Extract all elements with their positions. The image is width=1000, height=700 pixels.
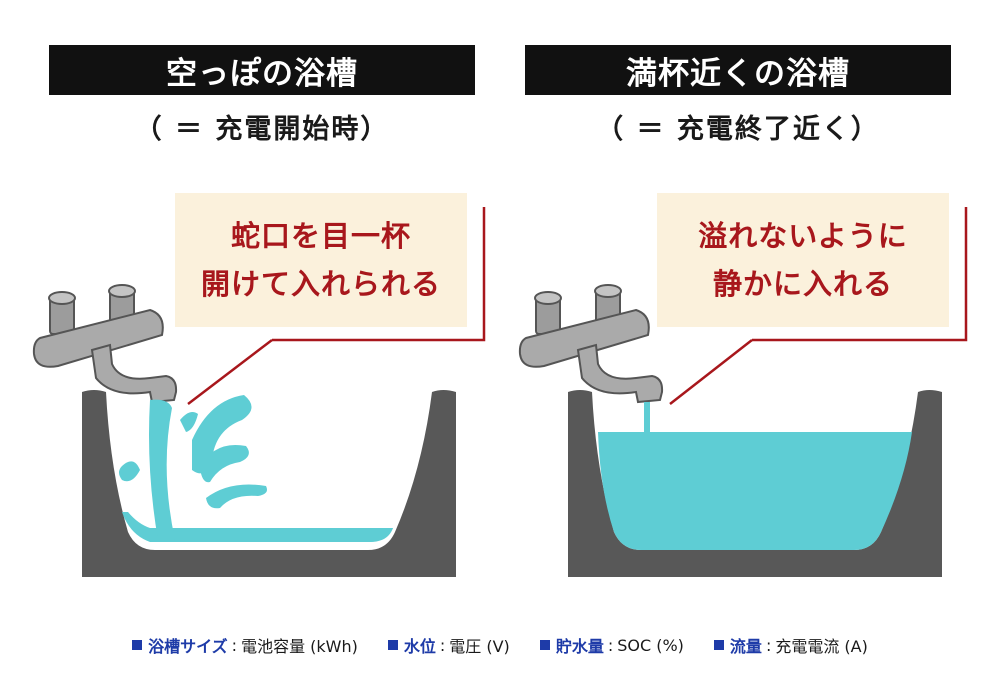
left-callout-box <box>175 193 486 405</box>
right-callout: 溢れないように 静かに入れる <box>657 193 949 327</box>
legend-meaning: 電池容量 (kWh) <box>241 637 358 656</box>
right-callout-line1: 溢れないように <box>698 219 908 253</box>
bathtub-icon <box>568 390 942 577</box>
left-callout-line1: 蛇口を目一杯 <box>230 219 411 253</box>
legend-square-icon <box>539 640 550 650</box>
water-icon <box>598 432 912 550</box>
water-stream <box>644 402 650 434</box>
water-splash-icon <box>119 395 267 540</box>
legend-item: 浴槽サイズ : 電池容量 (kWh) <box>132 633 358 657</box>
right-callout-box <box>657 193 968 405</box>
legend-meaning: 充電電流 (A) <box>775 637 868 656</box>
legend: 浴槽サイズ : 電池容量 (kWh) 水位 : 電圧 (V) 貯水量 : SOC… <box>0 630 1000 660</box>
right-panel-title: 満杯近くの浴槽 <box>525 45 951 95</box>
left-callout: 蛇口を目一杯 開けて入れられる <box>175 193 467 327</box>
left-panel-title: 空っぽの浴槽 <box>49 45 475 95</box>
legend-term: 貯水量 <box>555 637 604 656</box>
legend-item: 貯水量 : SOC (%) <box>539 633 684 657</box>
left-panel-subtitle: （ ＝ 充電開始時） <box>134 113 390 145</box>
legend-square-icon <box>132 640 143 650</box>
legend-meaning: 電圧 (V) <box>449 637 510 656</box>
legend-item: 流量 : 充電電流 (A) <box>713 633 868 657</box>
legend-meaning: SOC (%) <box>617 635 684 655</box>
left-callout-line2: 開けて入れられる <box>200 267 441 301</box>
legend-term: 浴槽サイズ <box>148 637 228 656</box>
legend-item: 水位 : 電圧 (V) <box>387 633 510 657</box>
legend-square-icon <box>387 640 398 650</box>
legend-term: 水位 <box>403 637 436 656</box>
faucet-icon <box>32 284 178 404</box>
bathtub-icon <box>82 390 456 577</box>
legend-square-icon <box>713 640 724 650</box>
right-callout-line2: 静かに入れる <box>712 267 893 301</box>
legend-term: 流量 <box>729 637 762 656</box>
faucet-icon <box>518 284 664 404</box>
right-panel-subtitle: （ ＝ 充電終了近く） <box>596 113 880 145</box>
